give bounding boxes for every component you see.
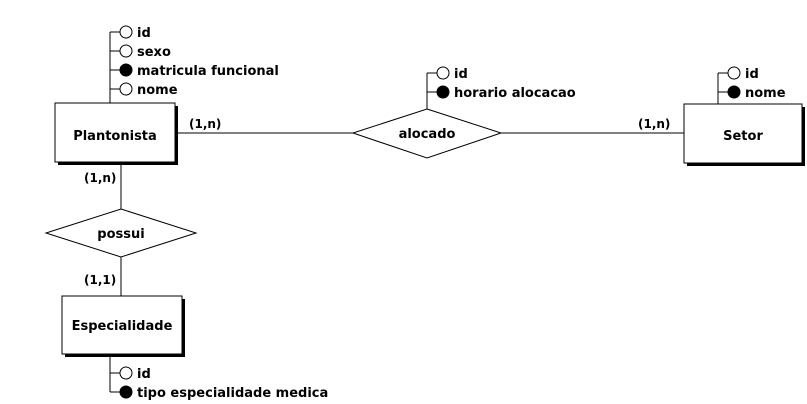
key-attribute-icon [727, 85, 741, 99]
attributes-especialidade: id tipo especialidade medica [109, 354, 328, 401]
attribute-label: nome [745, 86, 786, 101]
attribute-icon [119, 82, 133, 96]
attributes-setor: id nome [717, 66, 786, 104]
attribute-label: sexo [137, 45, 171, 60]
cardinality-plantonista-alocado: (1,n) [189, 117, 221, 131]
relationship-possui[interactable]: possui [44, 208, 198, 258]
attribute-label: tipo especialidade medica [137, 386, 328, 401]
attribute-label: id [137, 367, 151, 382]
attribute-icon [727, 66, 741, 80]
cardinality-especialidade-possui: (1,1) [84, 273, 116, 287]
entity-plantonista[interactable]: Plantonista [54, 102, 178, 165]
relationship-label-alocado: alocado [399, 127, 456, 142]
key-attribute-icon [119, 385, 133, 399]
attribute-label: nome [137, 83, 178, 98]
attribute-icon [436, 66, 450, 80]
entity-label-plantonista: Plantonista [73, 129, 157, 144]
attribute-label: matricula funcional [137, 64, 279, 79]
entity-label-setor: Setor [723, 129, 763, 144]
attribute-icon [119, 25, 133, 39]
attribute-label: horario alocacao [454, 86, 576, 101]
attribute-icon [119, 44, 133, 58]
attributes-plantonista: id sexo matricula funcional nome [109, 25, 279, 103]
attribute-icon [119, 366, 133, 380]
attribute-label: id [454, 67, 468, 82]
entity-setor[interactable]: Setor [683, 103, 805, 166]
relationship-alocado[interactable]: alocado [351, 108, 503, 159]
entity-especialidade[interactable]: Especialidade [61, 295, 185, 357]
attribute-label: id [745, 67, 759, 82]
attribute-label: id [137, 26, 151, 41]
cardinality-setor-alocado: (1,n) [638, 117, 670, 131]
key-attribute-icon [436, 85, 450, 99]
entity-label-especialidade: Especialidade [72, 319, 173, 334]
key-attribute-icon [119, 63, 133, 77]
attributes-alocado: id horario alocacao [426, 66, 576, 109]
cardinality-plantonista-possui: (1,n) [84, 171, 116, 185]
relationship-label-possui: possui [97, 227, 144, 242]
